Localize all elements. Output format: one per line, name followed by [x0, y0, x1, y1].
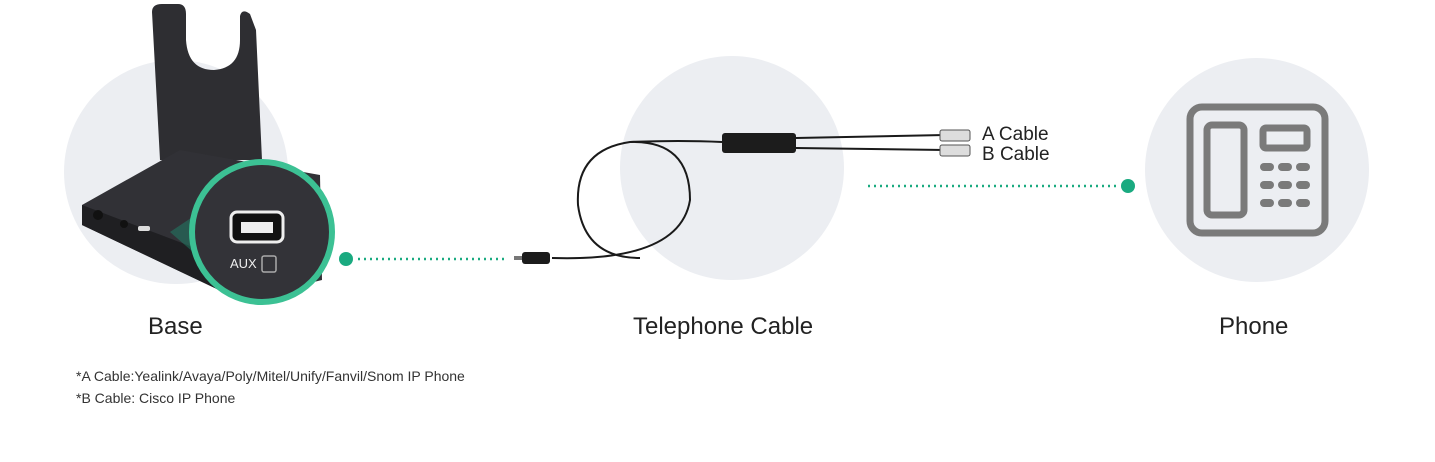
- connector-dot-phone: [1121, 179, 1135, 193]
- b-cable-label: B Cable: [982, 144, 1050, 165]
- b-cable-note: *B Cable: Cisco IP Phone: [76, 390, 236, 406]
- a-cable-label: A Cable: [982, 124, 1049, 145]
- a-cable-note: *A Cable:Yealink/Avaya/Poly/Mitel/Unify/…: [76, 368, 465, 384]
- base-device-image: AUX: [82, 4, 335, 305]
- connector-dot-base: [339, 252, 353, 266]
- telephone-cable-label: Telephone Cable: [633, 313, 814, 340]
- phone-label: Phone: [1219, 313, 1289, 340]
- aux-port-label: AUX: [230, 256, 257, 271]
- phone-bg-circle: [1145, 58, 1369, 282]
- base-label: Base: [148, 313, 203, 340]
- cable-bg-circle: [620, 56, 844, 280]
- desk-phone-icon: [1186, 103, 1329, 237]
- telephone-cable-image: [514, 129, 971, 264]
